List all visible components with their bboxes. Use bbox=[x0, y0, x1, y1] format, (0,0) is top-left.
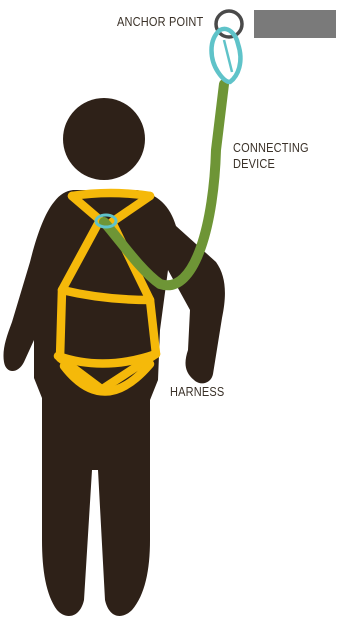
anchor-bar bbox=[254, 10, 336, 38]
connecting-device-label-line2: DEVICE bbox=[233, 156, 309, 172]
connecting-device-label: CONNECTING DEVICE bbox=[233, 140, 309, 172]
connecting-device-label-line1: CONNECTING bbox=[233, 140, 309, 156]
harness-label: HARNESS bbox=[170, 384, 224, 400]
carabiner-gate bbox=[224, 40, 232, 72]
person-head bbox=[63, 98, 145, 180]
person-body bbox=[3, 190, 224, 616]
anchor-point-label: ANCHOR POINT bbox=[117, 14, 203, 30]
harness-top-strap bbox=[72, 193, 150, 196]
